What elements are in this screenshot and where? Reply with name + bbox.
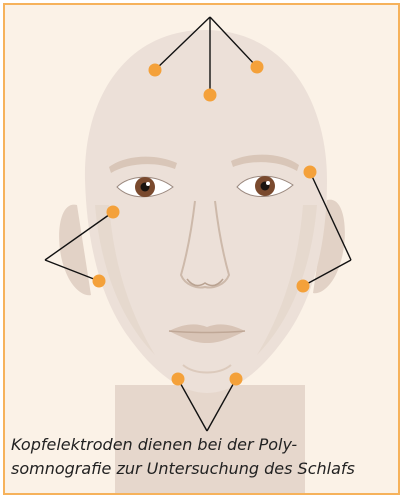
electrode [149, 64, 162, 77]
electrode [251, 61, 264, 74]
electrode [172, 373, 185, 386]
left-ear [59, 205, 91, 296]
figure-frame: Kopfelektroden dienen bei der Poly- somn… [3, 3, 400, 495]
figure-caption: Kopfelektroden dienen bei der Poly- somn… [11, 433, 396, 481]
head-illustration [5, 5, 398, 493]
electrode [230, 373, 243, 386]
electrode [297, 280, 310, 293]
caption-line-1: Kopfelektroden dienen bei der Poly- [11, 433, 396, 457]
electrode [93, 275, 106, 288]
electrode [107, 206, 120, 219]
caption-line-2: somnografie zur Untersuchung des Schlafs [11, 457, 396, 481]
electrode [304, 166, 317, 179]
electrode [204, 89, 217, 102]
